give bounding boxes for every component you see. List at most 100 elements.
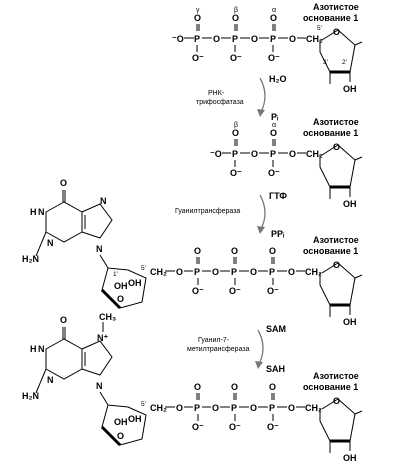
guanine-n3: N xyxy=(47,238,54,248)
o-top-2b: O xyxy=(232,128,239,138)
cap-ominus-1: O⁻ xyxy=(192,286,204,296)
step-guanylyltransferase: Гуанилтрансфераза ГТФ PPᵢ xyxy=(175,191,287,239)
ominus-bottom-3b: O⁻ xyxy=(268,168,280,178)
enzyme-1-line1: РНК- xyxy=(208,90,225,97)
p-beta: P xyxy=(232,34,238,44)
m7g-cap-p-2: P xyxy=(231,403,237,413)
cap-p-1: P xyxy=(194,267,200,277)
reaction-arrow-2 xyxy=(259,194,266,232)
enzyme-1-line2: трифосфатаза xyxy=(196,99,244,106)
reaction-arrow-3 xyxy=(257,329,264,367)
p-beta-2: P xyxy=(232,149,238,159)
base-label-2-line2: основание 1 xyxy=(303,128,358,138)
o-5prime-2: O xyxy=(289,149,296,159)
ominus-bottom-2b: O⁻ xyxy=(230,168,242,178)
guanosine-oh-2: OH xyxy=(114,281,128,291)
step-methyltransferase: Гуанил-7- метилтрансфераза SAM SAH xyxy=(187,324,286,374)
ring-o-3: O xyxy=(333,260,340,270)
base-label-3-line1: Азотистое xyxy=(313,235,359,245)
cap-ominus-3: O⁻ xyxy=(267,286,279,296)
m7g-cap-ominus-2: O⁻ xyxy=(229,422,241,432)
cap-o-top-3: O xyxy=(269,246,276,256)
ring-o-4: O xyxy=(333,396,340,406)
p-alpha: P xyxy=(270,34,276,44)
m7g-cap-o-top-3: O xyxy=(269,382,276,392)
ch2-2: CH₂ xyxy=(306,149,323,159)
m7g-cap-o-1: O xyxy=(176,403,183,413)
guanine-o: O xyxy=(60,178,67,188)
enzyme-3-line1: Гуанил-7- xyxy=(198,337,230,344)
oh-2prime-4: OH xyxy=(343,453,357,463)
methylguanine-base: O H N N H₂N N⁺ CH₃ N xyxy=(22,312,116,401)
m7g-ring-o: O xyxy=(117,431,124,441)
m7g-cap-o-top-2: O xyxy=(231,382,238,392)
base-label-2-line1: Азотистое xyxy=(313,117,359,127)
ch2: CH₂ xyxy=(306,34,323,44)
m7g-n7: N⁺ xyxy=(97,333,108,343)
m7g-o: O xyxy=(60,315,67,325)
step-1-out: Pᵢ xyxy=(271,112,279,122)
cap-o-3: O xyxy=(250,267,257,277)
o-bridge-2b: O xyxy=(251,149,258,159)
m7g-cap-o-3: O xyxy=(250,403,257,413)
ring-o: O xyxy=(333,27,340,37)
m7g-cap-ominus-3: O⁻ xyxy=(267,422,279,432)
guanine-n7: N xyxy=(100,196,107,206)
arrow-head-1 xyxy=(257,109,265,117)
cap-p-2: P xyxy=(231,267,237,277)
base-label-4-line2: основание 1 xyxy=(303,382,358,392)
m7g-cap-p-3: P xyxy=(269,403,275,413)
c3-label: 3' xyxy=(323,59,328,66)
enzyme-2-line1: Гуанилтрансфераза xyxy=(175,208,240,215)
ominus-bottom-3: O⁻ xyxy=(268,53,280,63)
m7g-ch2: CH₂ xyxy=(150,403,167,413)
oh-2prime-2: OH xyxy=(343,199,357,209)
cap-o-1: O xyxy=(176,267,183,277)
step-2-out: PPᵢ xyxy=(271,229,285,239)
c2-label: 2' xyxy=(342,59,347,66)
structure-triphosphate-rna: γ β α O O O ⁻O P O P O P O CH₂ O⁻ O⁻ O⁻ … xyxy=(172,2,363,94)
cap-o-4: O xyxy=(288,267,295,277)
structure-gppp-cap: O H N N H₂N N N O 1' OH OH 5' CH₂ O P O xyxy=(22,178,363,327)
base-label-line1: Азотистое xyxy=(313,2,359,12)
step-3-in: SAM xyxy=(266,324,286,334)
o-top-3: O xyxy=(270,13,277,23)
guanine-n9: N xyxy=(96,244,103,254)
structure-m7g-cap: O H N N H₂N N⁺ CH₃ N O OH OH 5' CH₂ O P … xyxy=(22,312,363,463)
m7g-cap-p-1: P xyxy=(194,403,200,413)
guanine-nh2: H₂N xyxy=(22,254,39,264)
reaction-arrow-1 xyxy=(259,77,266,115)
p-alpha-2: P xyxy=(270,149,276,159)
oh-2prime: OH xyxy=(343,84,357,94)
o-top-1: O xyxy=(194,13,201,23)
oh-2prime-3: OH xyxy=(343,317,357,327)
beta-label-2: β xyxy=(234,122,238,129)
guanine-base: O H N N H₂N N N xyxy=(22,178,113,264)
guanosine-oh-3: OH xyxy=(128,278,142,288)
m7g-cap-ch2-rna: CH₂ xyxy=(305,403,322,413)
m7g-oh-2: OH xyxy=(114,417,128,427)
o-bridge-2: O xyxy=(251,34,258,44)
ominus-terminal: ⁻O xyxy=(172,34,184,44)
m7g-nh2: H₂N xyxy=(22,391,39,401)
cap-o-top-2: O xyxy=(231,246,238,256)
beta-label: β xyxy=(234,7,238,14)
cap-o-2: O xyxy=(212,267,219,277)
m7g-cap-o-2: O xyxy=(212,403,219,413)
m7g-cap-ominus-1: O⁻ xyxy=(192,422,204,432)
guanine-n1: N xyxy=(38,207,45,217)
m7g-n9: N xyxy=(96,381,103,391)
m7g-n3: N xyxy=(47,375,54,385)
o-bridge-1: O xyxy=(213,34,220,44)
m7g-cap-o-top-1: O xyxy=(194,382,201,392)
cap-ch2-rna: CH₂ xyxy=(305,267,322,277)
guanosine-ch2: CH₂ xyxy=(150,267,167,277)
ominus-terminal-2: ⁻O xyxy=(210,149,222,159)
ominus-bottom-1: O⁻ xyxy=(192,53,204,63)
guanine-hn1: H xyxy=(30,207,37,217)
alpha-label-2: α xyxy=(272,122,276,129)
base-label-3-line2: основание 1 xyxy=(303,246,358,256)
ring-o-2: O xyxy=(333,142,340,152)
